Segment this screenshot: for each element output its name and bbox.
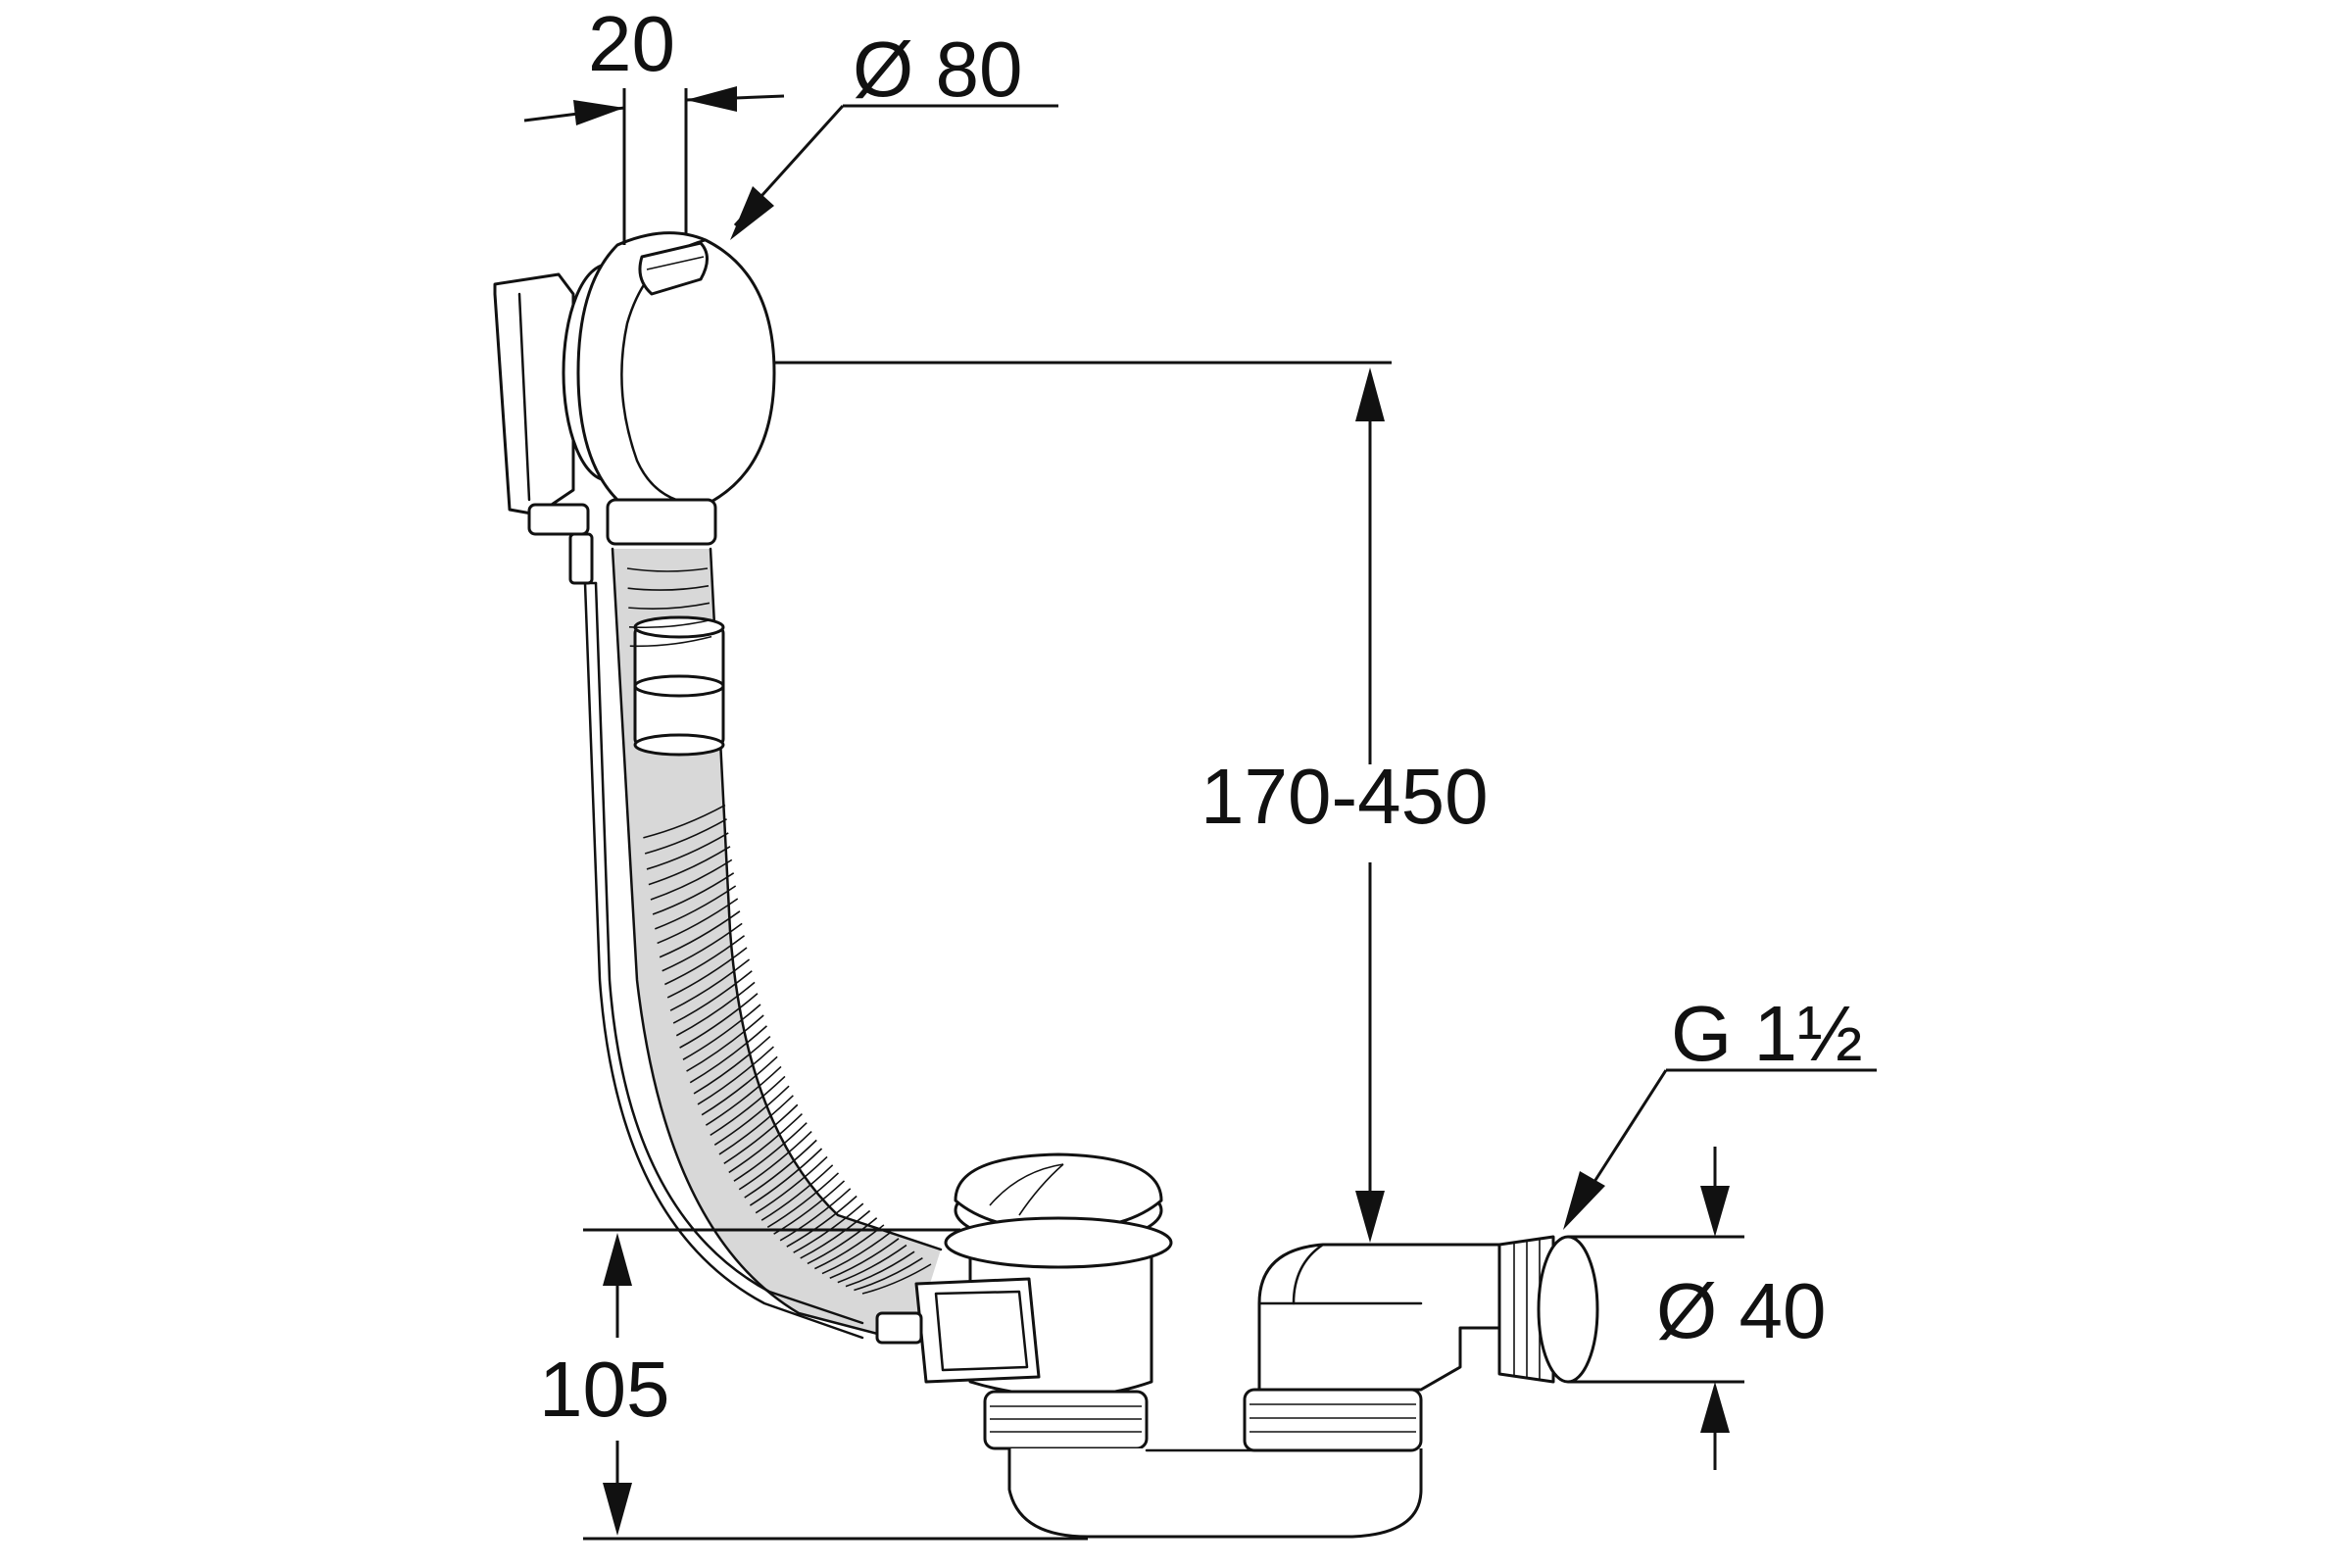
overflow-diameter-label: Ø 80 <box>853 25 1022 113</box>
hose-rib <box>669 958 751 1011</box>
hose-rib <box>697 1046 774 1105</box>
hose-rib <box>655 885 737 930</box>
hose-rib <box>682 1004 761 1060</box>
hose-rib <box>744 1139 817 1199</box>
hose-rib <box>705 1065 782 1126</box>
hose-rib <box>755 1155 828 1214</box>
hose-rib <box>779 1188 852 1242</box>
hose-rib <box>713 1085 790 1146</box>
hose-rib <box>643 804 726 839</box>
hose-rib <box>821 1231 892 1275</box>
overflow-assembly <box>493 231 776 585</box>
hose-rib <box>749 1148 823 1206</box>
hose-rib <box>728 1112 803 1174</box>
hose-rib <box>646 832 729 870</box>
dimension-lines <box>523 86 1877 1541</box>
hose-rib <box>760 1164 834 1221</box>
hose-rib <box>648 846 731 886</box>
outlet-diameter-label: Ø 40 <box>1656 1267 1826 1354</box>
hose-rib <box>786 1195 858 1248</box>
height-range-label: 170-450 <box>1200 753 1489 840</box>
hose-rib <box>662 922 743 972</box>
hose-rib <box>723 1103 799 1164</box>
hose-rib <box>675 981 756 1037</box>
hose-rib <box>710 1075 786 1137</box>
hose-rib <box>627 584 710 591</box>
hose-rib <box>845 1250 915 1288</box>
hose-rib <box>628 602 710 610</box>
hose-rib <box>837 1244 907 1284</box>
hose-rib <box>644 818 727 855</box>
hose-rib <box>657 898 739 945</box>
hose-rib <box>628 618 711 629</box>
corrugated-hose <box>583 547 943 1345</box>
hose-rib <box>666 947 748 999</box>
hose-rib <box>738 1131 812 1191</box>
hose-rib <box>659 910 741 958</box>
hose-rib <box>733 1122 808 1182</box>
hose-rib <box>693 1035 771 1095</box>
waste-valve <box>875 1152 1173 1450</box>
hose-rib <box>718 1095 794 1155</box>
hose-rib <box>664 935 746 986</box>
hose-rib <box>626 567 709 572</box>
hose-rib <box>861 1263 932 1295</box>
hose-rib <box>829 1238 900 1279</box>
hose-rib <box>672 970 753 1024</box>
tube-width-label: 20 <box>588 0 675 87</box>
trap-siphon <box>1007 1235 1599 1539</box>
hose-rib <box>652 872 735 915</box>
hose-rib <box>689 1025 767 1084</box>
hose-rib <box>800 1209 871 1259</box>
hose-rib <box>701 1055 778 1116</box>
hose-rib <box>807 1217 878 1265</box>
hose-rib <box>679 993 759 1049</box>
hose-rib <box>629 635 712 648</box>
hose-rib <box>854 1256 923 1292</box>
hose-rib <box>766 1172 840 1229</box>
thread-size-label: G 1½ <box>1671 990 1863 1077</box>
waste-height-label: 105 <box>539 1346 669 1433</box>
hose-rib <box>650 858 733 901</box>
hose-rib <box>686 1014 764 1072</box>
